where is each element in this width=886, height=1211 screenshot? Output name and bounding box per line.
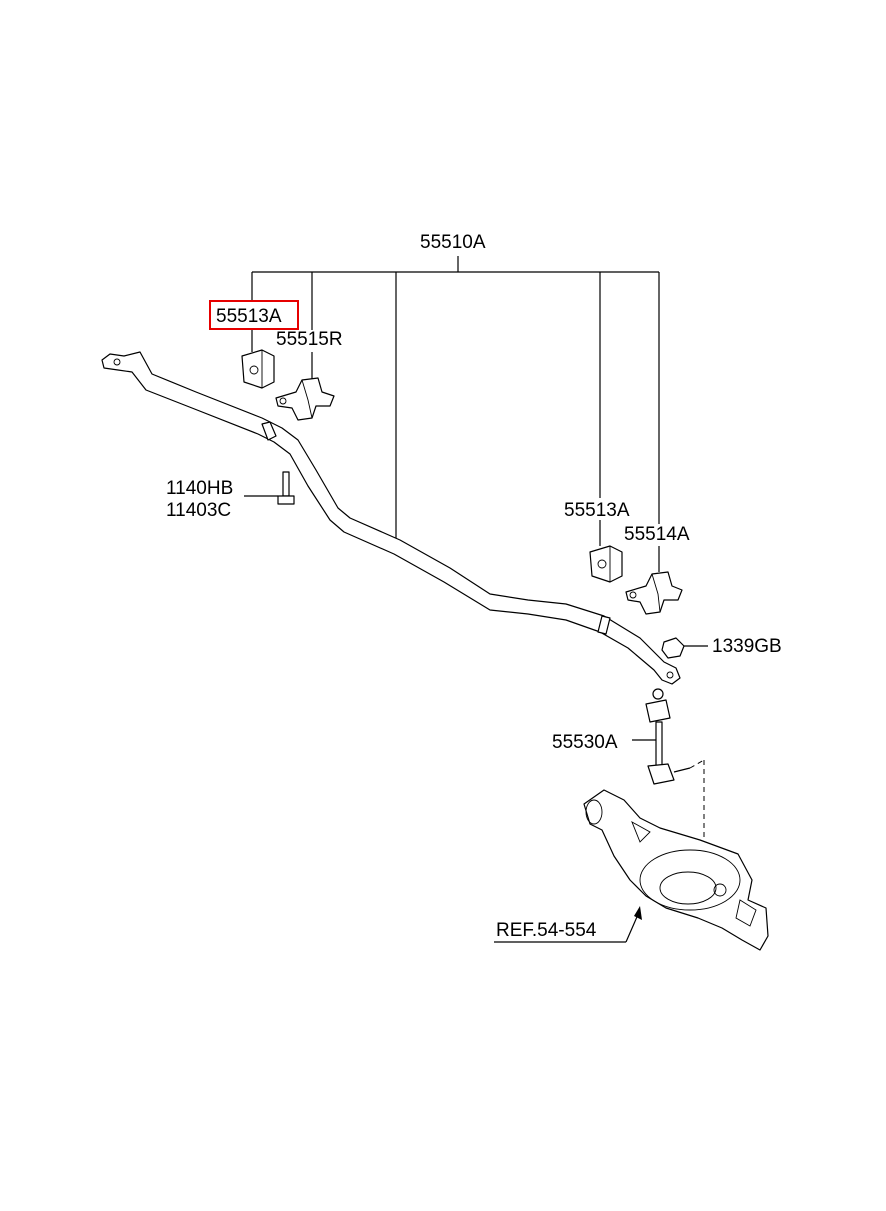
- label-bolt[interactable]: 1140HB: [166, 478, 233, 499]
- bushing-left: [241, 349, 275, 389]
- stabilizer-bar: [101, 351, 681, 685]
- label-assembly[interactable]: 55510A: [420, 232, 486, 253]
- bolt: [244, 471, 295, 505]
- stabilizer-link: [632, 688, 705, 900]
- reference-pointer: [494, 906, 642, 943]
- label-bushing-left[interactable]: 55513A: [216, 306, 282, 327]
- label-reference[interactable]: REF.54-554: [496, 920, 597, 941]
- lower-control-arm: [583, 789, 769, 951]
- bracket-right: [625, 571, 683, 615]
- label-bracket-left[interactable]: 55515R: [276, 329, 343, 350]
- label-bolt-alt[interactable]: 11403C: [166, 500, 231, 521]
- assembly-leader-lines: [251, 256, 660, 572]
- bracket-left: [275, 377, 335, 421]
- label-bracket-right[interactable]: 55514A: [624, 524, 690, 545]
- selected-part-highlight: [209, 300, 299, 330]
- bushing-right: [589, 545, 623, 583]
- label-bushing-right[interactable]: 55513A: [564, 500, 630, 521]
- label-nut[interactable]: 1339GB: [712, 636, 782, 657]
- nut: [661, 637, 708, 659]
- label-link[interactable]: 55530A: [552, 732, 618, 753]
